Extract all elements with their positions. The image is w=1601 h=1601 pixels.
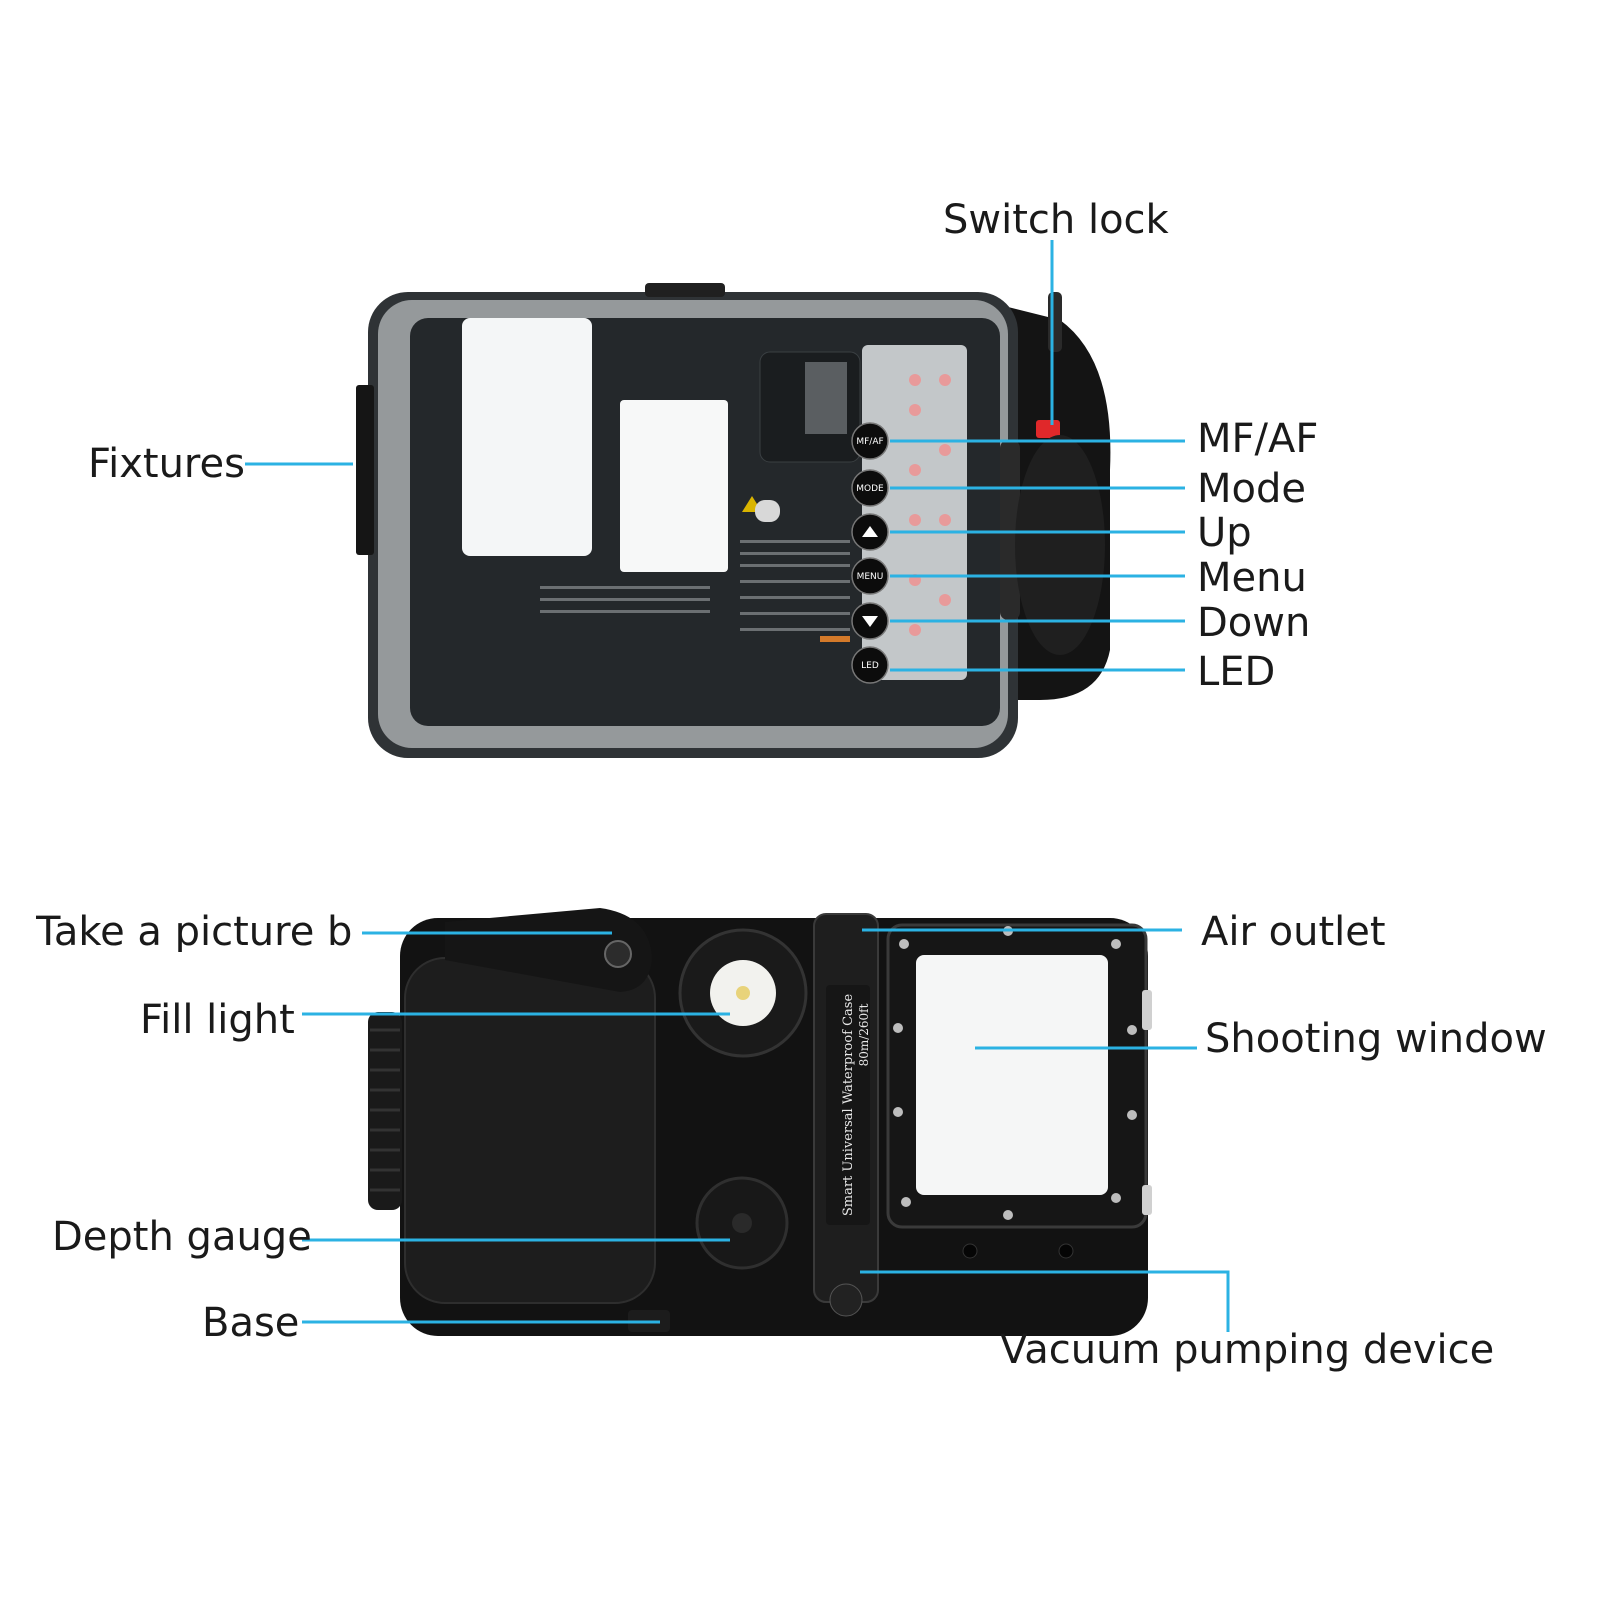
hinge-label-plate: [826, 985, 870, 1225]
mf-af-button-label: MF/AF: [856, 437, 883, 447]
mf-af-button: [851, 422, 889, 460]
mode-button-label: MODE: [856, 484, 884, 494]
lens-glass: [805, 362, 847, 434]
menu-button: [851, 557, 889, 595]
mount-holes: [962, 1243, 1074, 1259]
switch-lock-red: [1036, 420, 1060, 438]
label-base: Base: [202, 1300, 300, 1346]
front-window-small: [620, 400, 728, 572]
label-shooting-window: Shooting window: [1205, 1016, 1547, 1062]
back-grip-pad: [404, 957, 656, 1304]
side-fixture-clip: [356, 385, 374, 555]
depth-gauge-center: [732, 1213, 752, 1233]
fill-light-led: [736, 986, 750, 1000]
label-air-outlet: Air outlet: [1201, 909, 1386, 955]
label-menu: Menu: [1197, 555, 1307, 601]
label-switch-lock: Switch lock: [943, 197, 1169, 243]
housing-back-illustration: Smart Universal Waterproof Case 80m/260f…: [302, 908, 1230, 1336]
down-arrow-icon: [862, 616, 878, 627]
case-print-line2: 80m/260ft: [857, 1003, 871, 1066]
leader-vacuum-pumping: [860, 1270, 1230, 1332]
label-led: LED: [1197, 649, 1276, 695]
side-latch: [1142, 990, 1152, 1030]
vacuum-valve: [829, 1283, 863, 1317]
shooting-window-glass: [916, 955, 1108, 1195]
up-arrow-icon: [862, 526, 878, 537]
housing-front-illustration: MF/AF MODE MENU LED: [245, 240, 1185, 758]
label-fill-light: Fill light: [140, 997, 295, 1043]
label-fixtures: Fixtures: [88, 441, 245, 487]
small-toggle: [755, 500, 780, 522]
label-up: Up: [1197, 510, 1252, 556]
case-print-line1: Smart Universal Waterproof Case: [841, 994, 856, 1217]
label-mode: Mode: [1197, 466, 1306, 512]
side-latch-lower: [1142, 1185, 1152, 1215]
led-button: [851, 646, 889, 684]
led-dots: [909, 374, 951, 636]
shutter-lever: [445, 908, 652, 992]
mode-button: [851, 469, 889, 507]
printed-instructions: [540, 540, 850, 642]
front-window-large: [462, 318, 592, 556]
label-vacuum-pumping: Vacuum pumping device: [1000, 1327, 1495, 1373]
shutter-button: [604, 940, 632, 968]
top-leader-lines: [245, 240, 1185, 672]
side-wheel-ridges: [370, 1028, 400, 1192]
grip-cap: [1015, 435, 1105, 655]
label-mf-af: MF/AF: [1197, 416, 1319, 462]
menu-button-label: MENU: [857, 572, 884, 582]
led-button-label: LED: [861, 661, 879, 671]
front-buttons: MF/AF MODE MENU LED: [851, 422, 889, 684]
label-down: Down: [1197, 600, 1311, 646]
label-take-picture: Take a picture bu: [36, 912, 354, 952]
bottom-leader-lines: [302, 928, 1230, 1332]
label-depth-gauge: Depth gauge: [52, 1214, 312, 1260]
top-rim: [645, 283, 725, 297]
switch-lock-knob: [1048, 292, 1062, 352]
